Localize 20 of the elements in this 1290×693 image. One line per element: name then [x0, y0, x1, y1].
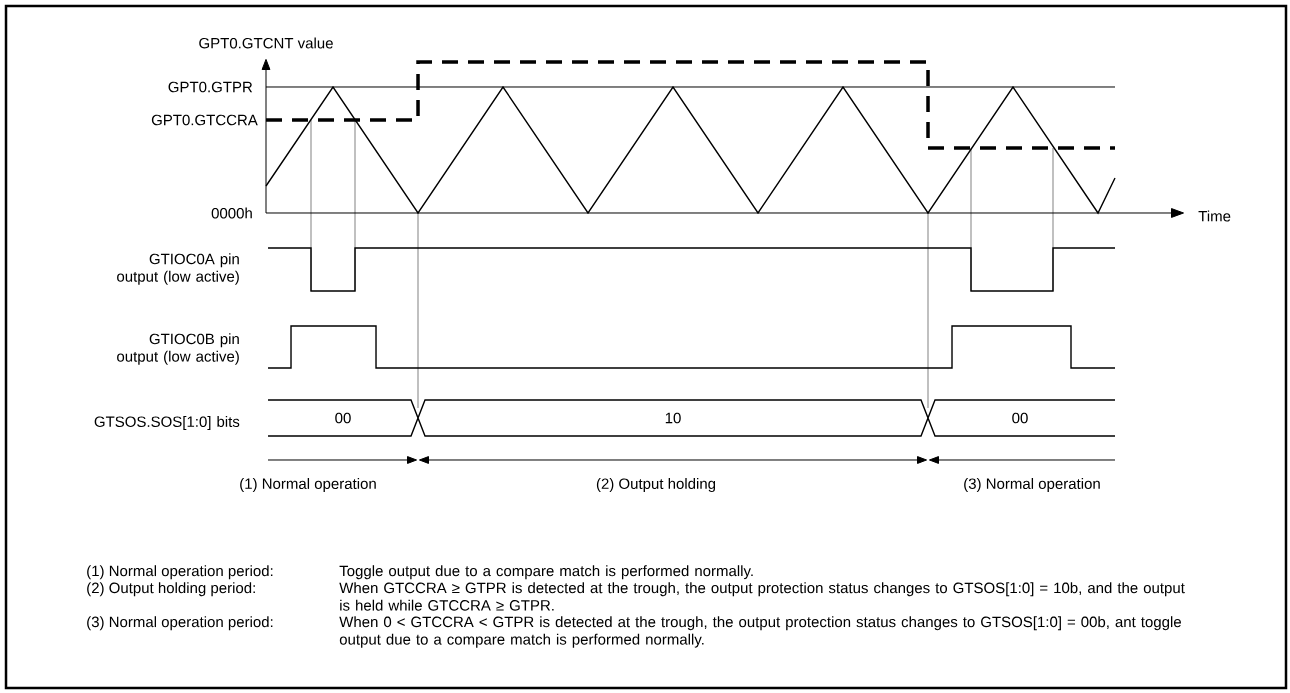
signal-label: GTIOC0B pin output (low active) — [117, 333, 239, 365]
bus-value: 00 — [1012, 412, 1028, 424]
note-text: When GTCCRA ≥ GTPR is detected at the trough, the output protection status changes to GTSOS[1:0] = 10b, and the output is held while GTCCRA ≥ GTPR. — [339, 582, 1185, 611]
note-text: When 0 < GTCCRA < GTPR is detected at the trough, the output protection status changes to GTSOS[1:0] = 00b, ant toggle output due to a compare match is performed normally. — [339, 616, 1181, 648]
level-label: GPT0.GTCCRA — [151, 114, 258, 126]
level-label: GPT0.GTPR — [168, 81, 253, 93]
signal-label: GTSOS.SOS[1:0] bits — [94, 416, 240, 430]
period-label: (3) Normal operation — [964, 478, 1100, 492]
bus-value: 00 — [335, 412, 351, 424]
bus-value: 10 — [665, 412, 681, 424]
axis-label: Time — [1198, 210, 1231, 222]
signal-label: GTIOC0A pin output (low active) — [117, 253, 239, 285]
note-text: Toggle output due to a compare match is performed normally. — [339, 565, 753, 580]
axis-label: GPT0.GTCNT value — [199, 37, 333, 49]
period-label: (2) Output holding — [596, 478, 716, 492]
note-term: (1) Normal operation period: — [87, 565, 273, 580]
level-label: 0000h — [211, 207, 252, 219]
note-term: (2) Output holding period: — [87, 582, 255, 597]
period-label: (1) Normal operation — [240, 478, 376, 492]
note-term: (3) Normal operation period: — [87, 616, 273, 631]
